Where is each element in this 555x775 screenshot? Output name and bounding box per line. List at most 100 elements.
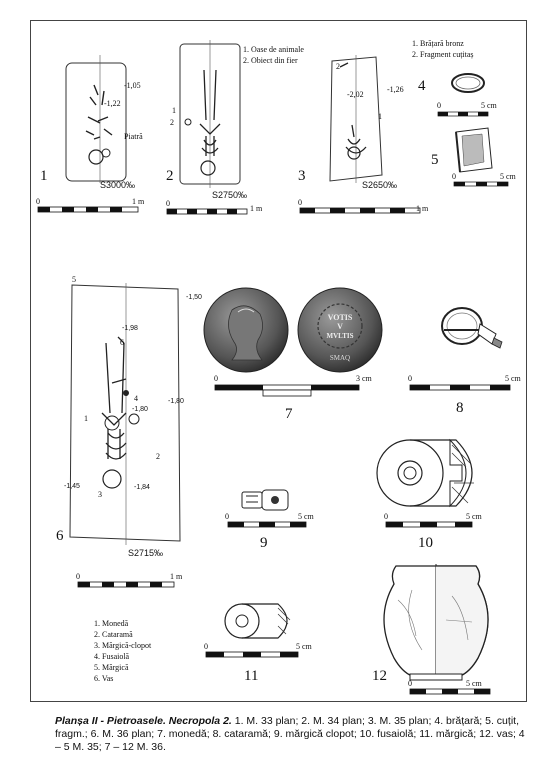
figure-number-1: 1 (40, 168, 48, 184)
grave-plan-m35 (329, 55, 383, 183)
figure-number-11: 11 (244, 668, 259, 684)
legend-item: 1. Monedă (94, 619, 129, 628)
scale-zero: 0 (204, 642, 208, 651)
scale-bar-5cm (385, 521, 473, 528)
scale-zero: 0 (452, 172, 456, 181)
scale-max: 1 m (250, 204, 263, 213)
find-label: 1 (84, 414, 88, 423)
scale-max: 5 cm (500, 172, 516, 181)
scale-zero: 0 (36, 197, 40, 206)
find-label: 6 (120, 338, 124, 347)
plate-caption: Planșa II - Pietroasele. Necropola 2. 1.… (55, 715, 525, 754)
legend-item: 4. Fusaiolă (94, 652, 130, 661)
depth-label: -1,80 (168, 398, 184, 405)
scale-max: 1 m (416, 204, 429, 213)
svg-text:MVLTIS: MVLTIS (327, 332, 354, 340)
scale-bar-5cm (205, 651, 299, 658)
find-label: 1 (172, 106, 176, 115)
scale-max: 5 cm (466, 679, 482, 688)
bead-drawing (224, 603, 291, 639)
find-label: 2 (336, 62, 340, 71)
scale-max: 1 m (132, 197, 145, 206)
scale-zero: 0 (214, 374, 218, 383)
bronze-bracelet-drawing (451, 73, 485, 93)
coin-obverse (203, 287, 289, 373)
scale-bar-5cm (409, 688, 491, 695)
grave-plan-m33 (65, 55, 127, 183)
legend-item: 2. Fragment cuțitaș (412, 50, 474, 59)
legend-item: 6. Vas (94, 674, 114, 683)
scale-max: 5 cm (296, 642, 312, 651)
spindle-whorl-drawing (376, 438, 474, 508)
scale-bar-1m (37, 206, 139, 213)
scale-zero: 0 (225, 512, 229, 521)
legend-item: 1. Brățară bronz (412, 39, 464, 48)
legend-item: 5. Mărgică (94, 663, 129, 672)
figure-number-3: 3 (298, 168, 306, 184)
scale-zero: 0 (408, 374, 412, 383)
legend-item: 1. Oase de animale (243, 45, 304, 54)
find-label: 3 (98, 490, 102, 499)
depth-label: -1,22 (104, 99, 121, 108)
scale-max: 5 cm (481, 101, 497, 110)
scale-bar-3cm (214, 384, 360, 397)
depth-label: -1,05 (124, 81, 141, 90)
scale-zero: 0 (437, 101, 441, 110)
scale-bar-5cm (437, 111, 489, 117)
figure-number-8: 8 (456, 400, 464, 416)
figure-number-2: 2 (166, 168, 174, 184)
legend-fig2: 1. Oase de animale 2. Obiect din fier (243, 44, 304, 66)
legend-item: 3. Mărgică-clopot (94, 641, 152, 650)
scale-max: 5 cm (505, 374, 521, 383)
figure-number-4: 4 (418, 78, 426, 94)
svg-text:VOTIS: VOTIS (328, 313, 353, 322)
depth-label: -1,84 (134, 484, 150, 491)
figure-number-5: 5 (431, 152, 439, 168)
scale-max: 5 cm (298, 512, 314, 521)
caption-text: 1. M. 33 plan; 2. M. 34 plan; 3. M. 35 p… (55, 715, 525, 753)
scale-zero: 0 (408, 679, 412, 688)
vessel-drawing (383, 564, 489, 681)
figure-number-6: 6 (56, 528, 64, 544)
scale-bar-5cm (453, 181, 509, 187)
figure-number-9: 9 (260, 535, 268, 551)
scale-code-2: S2750‰ (212, 190, 248, 200)
find-label: 2 (156, 452, 160, 461)
depth-label: -1,26 (387, 85, 404, 94)
scale-bar-1m (166, 208, 248, 215)
plate-frame (30, 20, 527, 702)
stone-label: Piatră (124, 132, 143, 141)
depth-label: -1,50 (186, 294, 202, 301)
find-label: 2 (170, 118, 174, 127)
figure-number-7: 7 (285, 406, 293, 422)
scale-zero: 0 (76, 572, 80, 581)
caption-title: Planșa II - Pietroasele. Necropola 2. (55, 715, 232, 727)
depth-label: -1,80 (132, 406, 148, 413)
depth-label: -1,45 (64, 483, 80, 490)
legend-fig3: 1. Brățară bronz 2. Fragment cuțitaș (412, 38, 474, 60)
scale-code-3: S2650‰ (362, 180, 398, 190)
scale-zero: 0 (298, 198, 302, 207)
svg-text:V: V (337, 322, 343, 331)
knife-fragment-drawing (455, 127, 493, 173)
scale-bar-5cm (409, 384, 511, 391)
bell-bead-drawing (241, 489, 289, 511)
buckle-drawing (441, 307, 503, 349)
find-label: 4 (134, 394, 138, 403)
scale-code-6: S2715‰ (128, 548, 164, 558)
scale-code-1: S3000‰ (100, 180, 136, 190)
grave-plan-m34 (179, 40, 241, 188)
scale-bar-1m (299, 207, 421, 214)
figure-number-12: 12 (372, 668, 387, 684)
coin-reverse: VOTIS V MVLTIS SMAQ (297, 287, 383, 373)
legend-item: 2. Cataramă (94, 630, 133, 639)
scale-max: 5 cm (466, 512, 482, 521)
scale-zero: 0 (166, 199, 170, 208)
depth-label: -1,98 (122, 325, 138, 332)
depth-label: -2,02 (347, 90, 364, 99)
legend-fig6: 1. Monedă 2. Cataramă 3. Mărgică-clopot … (94, 618, 151, 684)
scale-max: 3 cm (356, 374, 372, 383)
svg-text:SMAQ: SMAQ (330, 354, 350, 362)
figure-number-10: 10 (418, 535, 433, 551)
scale-zero: 0 (384, 512, 388, 521)
